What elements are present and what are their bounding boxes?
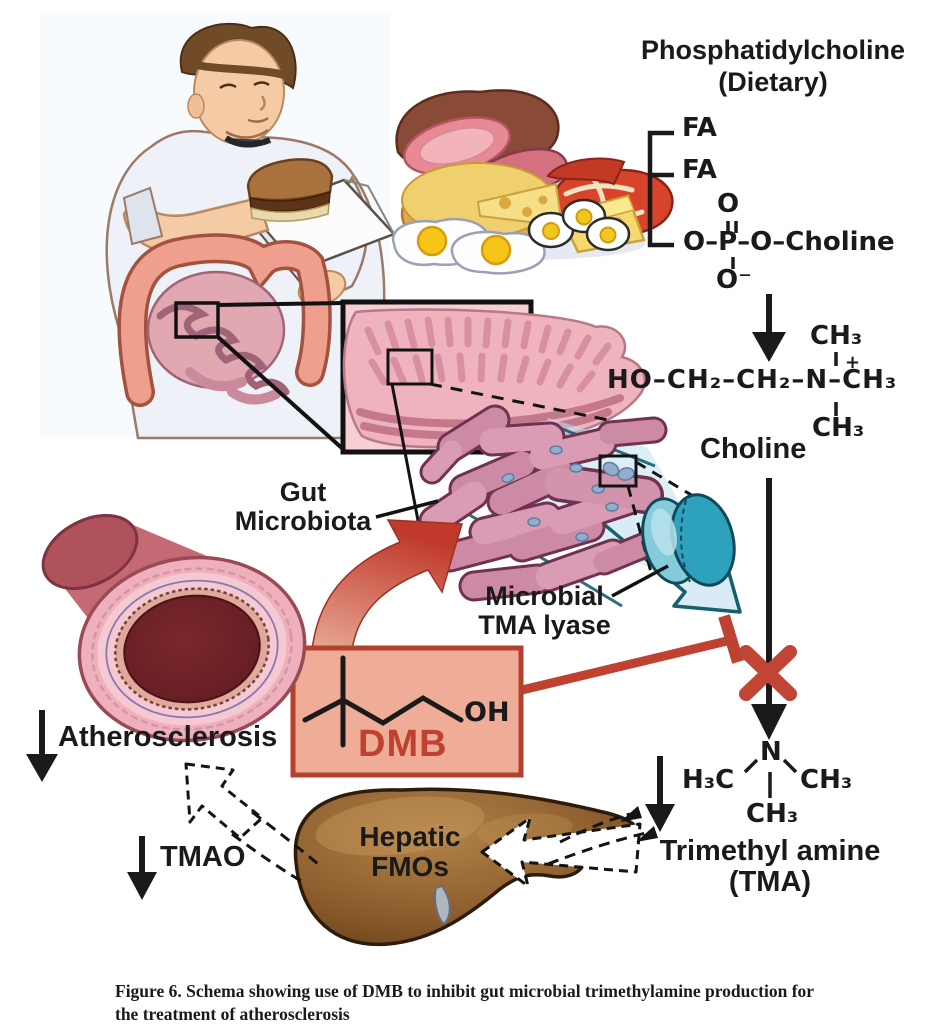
face	[193, 39, 285, 145]
choline-ch3-top: CH₃	[810, 321, 863, 351]
choline-label: Choline	[700, 433, 807, 465]
carton-flap	[343, 179, 395, 235]
gut-microbiota-pointer	[375, 499, 439, 519]
tma-n: N	[760, 737, 782, 767]
microbial-lyase-label: Microbial TMA lyase	[462, 581, 627, 641]
tma-ch3-right: CH₃	[800, 765, 853, 795]
liver-highlight	[315, 796, 485, 856]
blood-vessel-illustration	[41, 514, 307, 743]
tma-to-liver-arrow	[480, 816, 642, 888]
dashed-arrowhead-1	[620, 806, 642, 822]
dmb-box	[290, 645, 524, 778]
egg-yolk	[416, 225, 448, 257]
gallbladder	[434, 884, 451, 926]
pc-title: Phosphatidylcholine	[640, 35, 906, 65]
vessel-wall-texture	[91, 567, 293, 731]
chemical-bonds	[647, 130, 838, 798]
hepatic-fmos-label: Hepatic FMOs	[345, 821, 475, 883]
zoom-connector-lines	[216, 301, 346, 452]
pc-subtitle: (Dietary)	[718, 67, 828, 97]
dashed-tails-right	[547, 812, 647, 866]
dmb-to-microbiota-arrow	[311, 519, 463, 651]
tma-label: Trimethyl amine (TMA)	[650, 835, 890, 899]
tmao-label: TMAO	[160, 841, 246, 873]
inset-zoom-dashed-line	[429, 382, 649, 430]
bacterium-zoom-box	[598, 454, 638, 488]
figure-caption: Figure 6. Schema showing use of DMB to i…	[115, 980, 845, 1024]
steak-back	[546, 157, 626, 186]
tma-h3c: H₃C	[682, 765, 735, 795]
dmb-oh-label: OH	[464, 697, 510, 728]
inhibition-tbar	[718, 614, 744, 664]
lyase-line2: TMA lyase	[478, 610, 611, 641]
ear	[187, 93, 205, 119]
food-illustration	[391, 89, 674, 275]
atherosclerosis-label: Atherosclerosis	[58, 721, 278, 753]
intestine-zoom-box	[174, 301, 220, 339]
pc-fa1: FA	[682, 113, 717, 143]
caption-line2: the treatment of atherosclerosis	[115, 1003, 350, 1024]
dmb-label: DMB	[358, 723, 448, 765]
boiled-yolk	[599, 226, 617, 244]
pc-fa2: FA	[682, 155, 717, 185]
pc-o-top: O	[717, 189, 740, 219]
pc-o-minus: O⁻	[716, 265, 752, 295]
pathway-arrows	[26, 294, 787, 900]
choline-ch3-bottom: CH₃	[812, 413, 865, 443]
choline-formula: HO–CH₂–CH₂–N–CH₃	[607, 365, 898, 395]
tma-ch3-bottom: CH₃	[746, 799, 799, 829]
liver-to-atherosclerosis-arrow	[184, 762, 264, 840]
villi	[364, 316, 612, 393]
person-illustration	[40, 12, 397, 452]
hepatic-line1: Hepatic	[359, 821, 461, 852]
roast-slice-inner	[419, 127, 495, 165]
sandwich	[246, 158, 334, 222]
tma-bonds	[743, 758, 798, 798]
cheese-hole	[538, 195, 548, 205]
bacteria-cluster	[418, 404, 668, 602]
mouth-chin	[225, 116, 269, 139]
dashed-arrowhead-2	[636, 826, 658, 842]
boiled-yolk	[575, 208, 593, 226]
dmb-skeletal-structure	[302, 655, 464, 748]
dashed-flow-arrows	[184, 762, 658, 888]
gut-microbiota-label: Gut Microbiota	[234, 477, 372, 537]
hepatic-line2: FMOs	[371, 851, 449, 883]
tma-label-line2: (TMA)	[728, 866, 812, 899]
dmb-elements	[290, 519, 797, 778]
pc-bracket	[647, 130, 674, 248]
caption-line1: Figure 6. Schema showing use of DMB to i…	[115, 981, 815, 1001]
egg-yolk	[480, 234, 512, 266]
dashed-tails-left	[231, 810, 319, 886]
enzyme-zoom-lines	[626, 460, 699, 577]
choline-charge: +	[845, 352, 861, 373]
nose	[259, 95, 266, 112]
inset-zoom-box	[386, 348, 434, 386]
lyase-line1: Microbial	[485, 581, 604, 611]
intestines	[117, 233, 332, 407]
hair-fringe	[182, 56, 294, 82]
bacteria-spots	[501, 445, 635, 542]
tma-lyase-enzyme	[641, 493, 736, 587]
sleeve-cuff	[122, 186, 164, 246]
lyase-pointer	[611, 564, 669, 598]
tma-label-line1: Trimethyl amine	[659, 835, 881, 867]
red-x-icon	[739, 645, 797, 701]
cheese-hole	[499, 197, 511, 209]
eyes	[219, 81, 270, 90]
vessel-lumen	[123, 594, 261, 704]
boiled-yolk	[542, 222, 560, 240]
cheese-hole	[522, 207, 532, 217]
vessel-elastic-lamina	[105, 579, 279, 719]
collar	[224, 135, 272, 148]
pc-chain: O–P–O–Choline	[683, 227, 895, 257]
pc-double-bond	[726, 221, 738, 233]
vessel-far-opening	[41, 514, 139, 590]
inhibition-line	[520, 636, 729, 695]
